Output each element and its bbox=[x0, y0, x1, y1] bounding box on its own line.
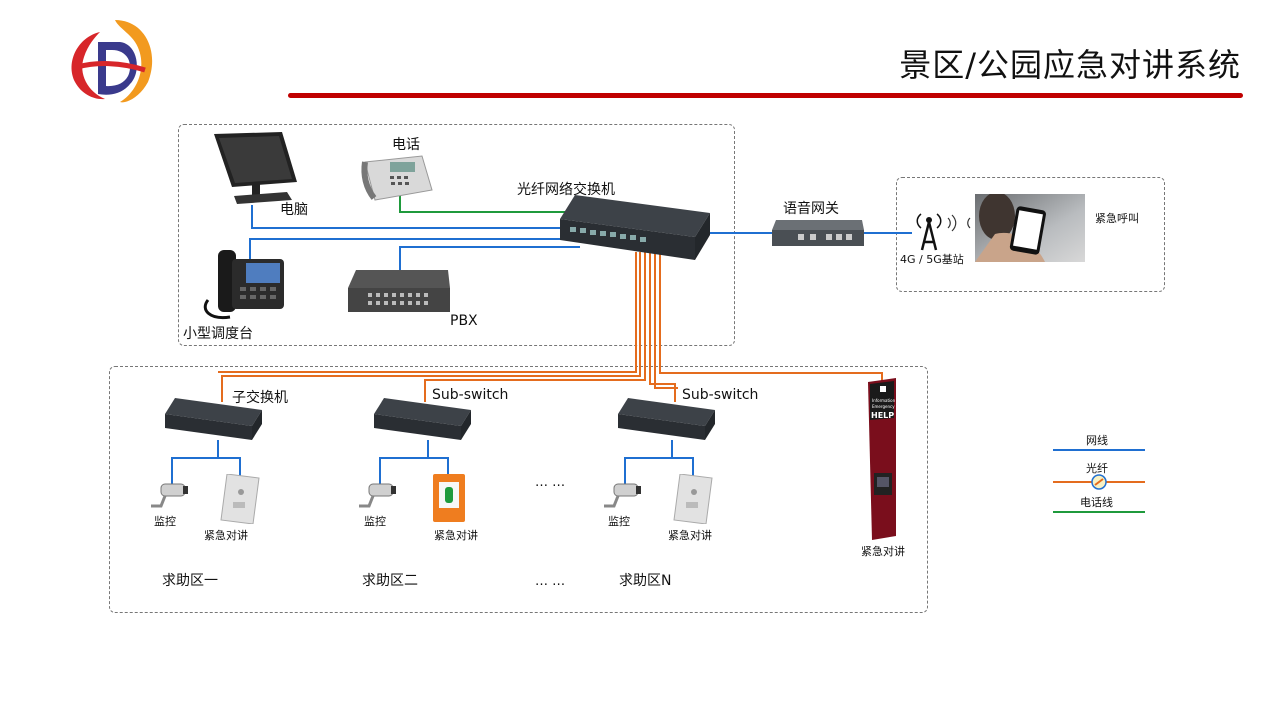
legend-phone-label: 电话线 bbox=[1080, 496, 1113, 509]
mobile-zone-box bbox=[896, 177, 1165, 292]
company-logo bbox=[71, 20, 153, 103]
cell-tower-icon bbox=[916, 213, 971, 251]
phone-label: 电话 bbox=[392, 137, 420, 153]
legend-network-label: 网线 bbox=[1086, 434, 1108, 447]
zone1-intercom-label: 紧急对讲 bbox=[204, 529, 248, 542]
voice-gateway-label: 语音网关 bbox=[783, 201, 839, 217]
kiosk-label: 紧急对讲 bbox=[861, 545, 905, 558]
computer-label: 电脑 bbox=[280, 202, 308, 218]
zone1-label: 求助区一 bbox=[162, 573, 218, 589]
zoneN-label: 求助区N bbox=[619, 573, 672, 589]
legend-network-line bbox=[1053, 449, 1145, 451]
zone2-label: 求助区二 bbox=[362, 573, 418, 589]
zoneN-camera-label: 监控 bbox=[608, 515, 630, 528]
cell-tower-label: 4G / 5G基站 bbox=[900, 253, 964, 266]
voice-gateway-icon bbox=[772, 220, 864, 246]
title-underline bbox=[288, 93, 1243, 98]
zone1-camera-label: 监控 bbox=[154, 515, 176, 528]
zone2-switch-icon bbox=[374, 398, 471, 440]
page-title: 景区/公园应急对讲系统 bbox=[899, 46, 1241, 84]
legend-fiber-label: 光纤 bbox=[1086, 462, 1108, 475]
zone1-intercom-icon bbox=[220, 474, 260, 524]
zone2-intercom-icon bbox=[433, 474, 465, 522]
kiosk-line-1: Information bbox=[872, 398, 896, 403]
legend-phone-line bbox=[1053, 511, 1145, 513]
help-zone-box bbox=[109, 366, 928, 613]
fiber-cables bbox=[218, 252, 883, 402]
computer-monitor-icon bbox=[214, 132, 297, 204]
dispatch-console-icon bbox=[203, 250, 284, 320]
kiosk-line-2: Emergency bbox=[872, 404, 895, 409]
zoneN-switch-icon bbox=[618, 398, 715, 440]
zoneN-camera-icon bbox=[604, 483, 641, 508]
zone2-camera-icon bbox=[359, 483, 396, 508]
zoneN-switch-label: Sub-switch bbox=[682, 387, 759, 403]
help-kiosk-icon: Information Emergency HELP bbox=[868, 378, 896, 540]
dispatch-console-label: 小型调度台 bbox=[183, 326, 253, 342]
legend-fiber-line bbox=[1053, 474, 1145, 490]
zone1-camera-icon bbox=[151, 483, 188, 508]
smartphone-photo bbox=[975, 194, 1085, 262]
pbx-label: PBX bbox=[450, 313, 478, 329]
desk-phone-icon bbox=[361, 155, 433, 201]
core-zone-box bbox=[178, 124, 735, 346]
ellipsis-upper: … … bbox=[535, 475, 566, 490]
phone-cable bbox=[399, 196, 580, 213]
fiber-switch-icon bbox=[560, 195, 710, 260]
emergency-call-label: 紧急呼叫 bbox=[1095, 212, 1139, 225]
zone1-switch-label: 子交换机 bbox=[232, 390, 288, 406]
pbx-icon bbox=[348, 270, 450, 312]
zoneN-intercom-label: 紧急对讲 bbox=[668, 529, 712, 542]
zoneN-intercom-icon bbox=[673, 474, 713, 524]
zone2-camera-label: 监控 bbox=[364, 515, 386, 528]
network-cables bbox=[171, 205, 912, 488]
zone2-switch-label: Sub-switch bbox=[432, 387, 509, 403]
zone2-intercom-label: 紧急对讲 bbox=[434, 529, 478, 542]
ellipsis-lower: … … bbox=[535, 574, 566, 589]
kiosk-line-3: HELP bbox=[871, 411, 894, 420]
zone1-switch-icon bbox=[165, 398, 262, 440]
fiber-switch-label: 光纤网络交换机 bbox=[517, 182, 615, 198]
